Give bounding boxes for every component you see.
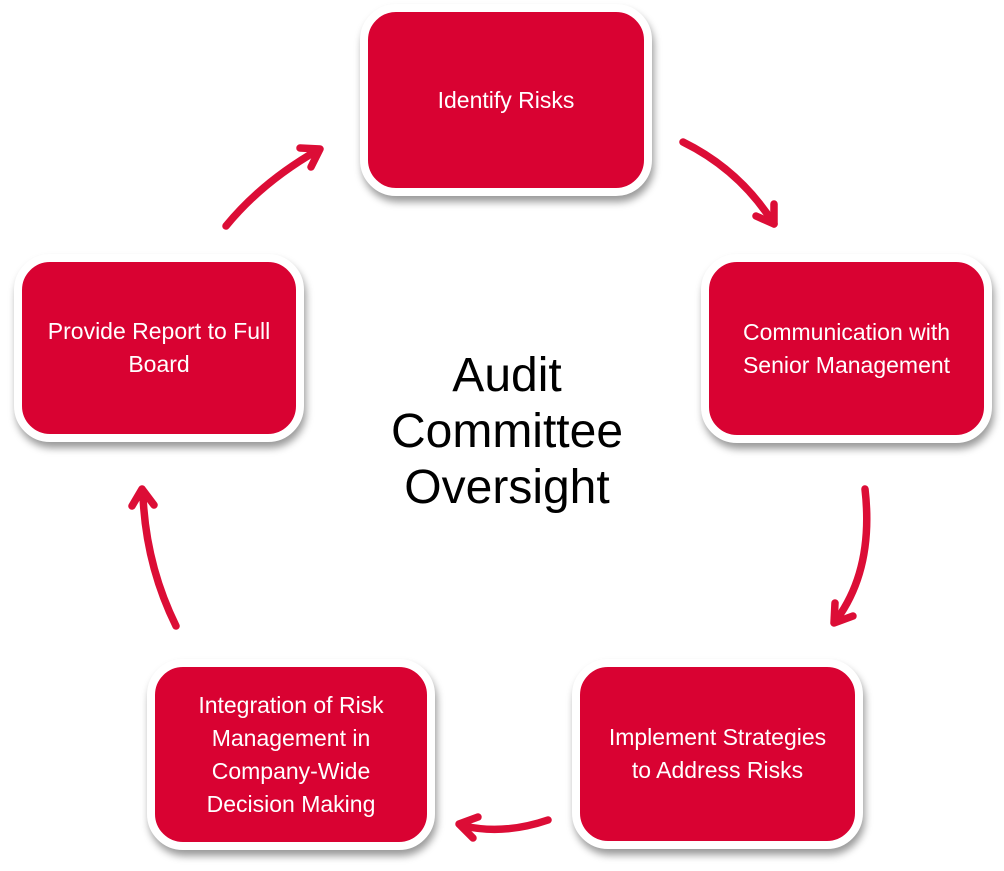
node-provide-report-to-full-board: Provide Report to Full Board (14, 254, 304, 442)
curved-arrow-bottom-left-to-left-icon (128, 485, 180, 630)
node-label: Communication with Senior Management (742, 318, 951, 378)
curved-arrow-bottom-right-to-bottom-left-icon (455, 813, 552, 842)
node-identify-risks: Identify Risks (360, 4, 652, 196)
node-label: Identify Risks (437, 86, 575, 113)
curved-arrow-top-to-right-icon (679, 138, 778, 228)
curved-arrow-right-to-bottom-right-icon (830, 485, 871, 627)
curved-arrow-left-to-top-icon (222, 144, 324, 230)
node-communication-with-senior-management: Communication with Senior Management (701, 254, 992, 443)
diagram-center-title: Audit Committee Oversight (390, 349, 624, 514)
node-implement-strategies-to-address-risks: Implement Strategies to Address Risks (572, 659, 863, 849)
node-label: Provide Report to Full Board (47, 318, 271, 377)
node-integration-of-risk-management: Integration of Risk Management in Compan… (147, 659, 435, 850)
node-label: Implement Strategies to Address Risks (608, 724, 827, 783)
node-label: Integration of Risk Management in Compan… (198, 691, 384, 817)
